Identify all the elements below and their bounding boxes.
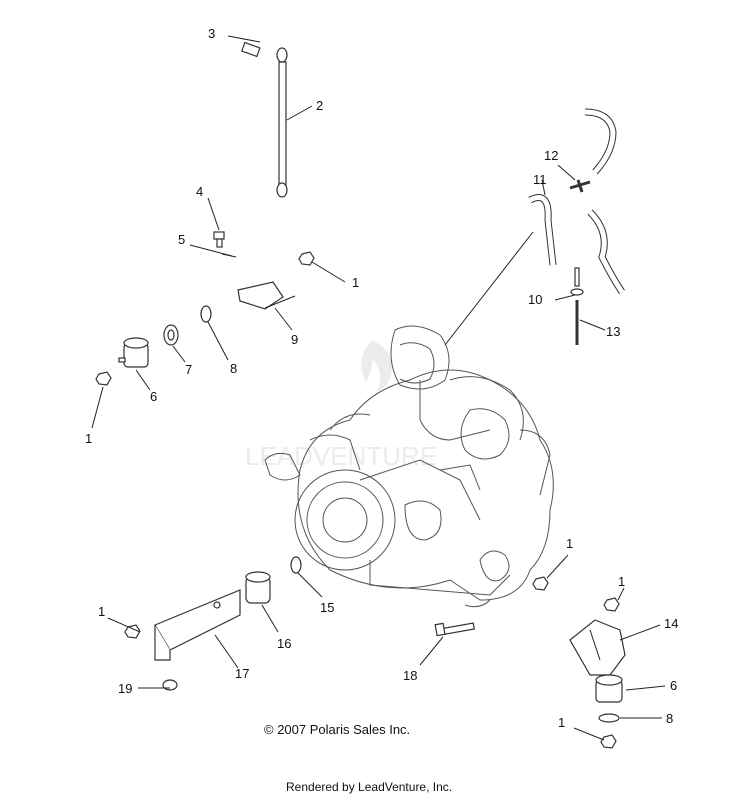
- nut-part-1-e: [603, 597, 620, 612]
- engine-mount-part-6-left: [118, 337, 149, 368]
- washer-part-8-a: [200, 305, 212, 323]
- label-8-left: 8: [230, 361, 237, 376]
- engine-assembly: [264, 325, 554, 608]
- label-11: 11: [533, 172, 547, 187]
- callout-labels: 3 2 4 5 1 9 7 8 6 1 11 12 10 13 1 15 16 …: [85, 26, 678, 730]
- nut-part-1-f: [600, 734, 617, 749]
- nut-part-1-a: [298, 251, 315, 266]
- copyright-text: © 2007 Polaris Sales Inc.: [264, 722, 410, 737]
- label-15: 15: [320, 600, 334, 615]
- label-4: 4: [196, 184, 203, 199]
- leader-lines: [91, 35, 666, 741]
- hose-lower-right: [587, 209, 625, 294]
- bracket-part-17: [154, 589, 241, 661]
- label-17: 17: [235, 666, 249, 681]
- label-6-right: 6: [670, 678, 677, 693]
- label-1-bottom-left: 1: [98, 604, 105, 619]
- washer-part-8-b: [598, 713, 620, 723]
- label-16: 16: [277, 636, 291, 651]
- label-3: 3: [208, 26, 215, 41]
- footer-text: Rendered by LeadVenture, Inc.: [286, 780, 452, 794]
- washer-part-7: [163, 324, 179, 346]
- washer-part-15: [290, 556, 302, 574]
- engine-mount-part-16: [245, 571, 271, 604]
- label-5: 5: [178, 232, 185, 247]
- watermark-logo: LEADVENTURE: [245, 340, 437, 471]
- bolt-part-3: [241, 41, 261, 58]
- label-18: 18: [403, 668, 417, 683]
- tee-fitting-part-12: [569, 179, 591, 193]
- label-1-bottom-right: 1: [558, 715, 565, 730]
- screw-part-4: [213, 231, 225, 248]
- fitting-part-10: [570, 267, 584, 296]
- label-1-top: 1: [352, 275, 359, 290]
- label-1-right: 1: [618, 574, 625, 589]
- bracket-part-9: [237, 281, 296, 310]
- label-14: 14: [664, 616, 678, 631]
- hose-part-11: [528, 194, 557, 266]
- hose-upper: [584, 108, 617, 175]
- label-7: 7: [185, 362, 192, 377]
- label-9: 9: [291, 332, 298, 347]
- label-13: 13: [606, 324, 620, 339]
- label-6-left: 6: [150, 389, 157, 404]
- label-8-right: 8: [666, 711, 673, 726]
- label-12: 12: [544, 148, 558, 163]
- svg-text:LEADVENTURE: LEADVENTURE: [245, 441, 437, 471]
- ground-strap-part-2: [276, 47, 288, 198]
- engine-mount-part-6-right: [595, 674, 623, 703]
- label-2: 2: [316, 98, 323, 113]
- nut-part-1-c: [124, 624, 141, 639]
- label-10: 10: [528, 292, 542, 307]
- bolt-part-18: [434, 622, 475, 637]
- label-1-left: 1: [85, 431, 92, 446]
- label-1-mid-right: 1: [566, 536, 573, 551]
- label-19: 19: [118, 681, 132, 696]
- nut-part-1-d: [532, 576, 549, 591]
- bracket-part-14: [569, 619, 626, 676]
- nut-part-1-b: [95, 371, 112, 386]
